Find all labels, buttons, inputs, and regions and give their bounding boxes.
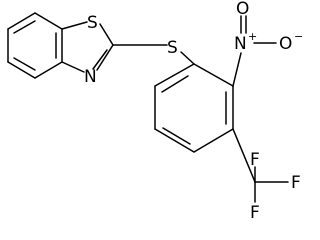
- nitro-group-bonds: [232, 15, 277, 87]
- benzothiazole-sulfur-label: S: [87, 13, 98, 33]
- nitro-oxygen-charge: −: [294, 30, 303, 43]
- chemical-structure: S N S N + O O − F F F: [7, 0, 303, 223]
- benzo-ring-bonds: [7, 12, 63, 79]
- trifluoromethyl-bonds: [232, 128, 289, 203]
- nitro-oxygen-right-label: O: [279, 34, 292, 54]
- fluorine-top-label: F: [250, 150, 260, 170]
- thiazole-ring-bonds: [61, 21, 114, 73]
- nitro-nitrogen-label: N: [234, 34, 247, 54]
- fluorine-bottom-label: F: [250, 203, 260, 223]
- bond-thioether-aryl: [180, 51, 195, 65]
- thioether-sulfur-label: S: [167, 38, 178, 58]
- aryl-ring-bonds: [154, 63, 234, 153]
- nitro-nitrogen-charge: +: [248, 30, 257, 43]
- fluorine-right-label: F: [291, 173, 301, 193]
- nitro-oxygen-top-label: O: [236, 0, 249, 19]
- thiazole-nitrogen-label: N: [84, 67, 97, 87]
